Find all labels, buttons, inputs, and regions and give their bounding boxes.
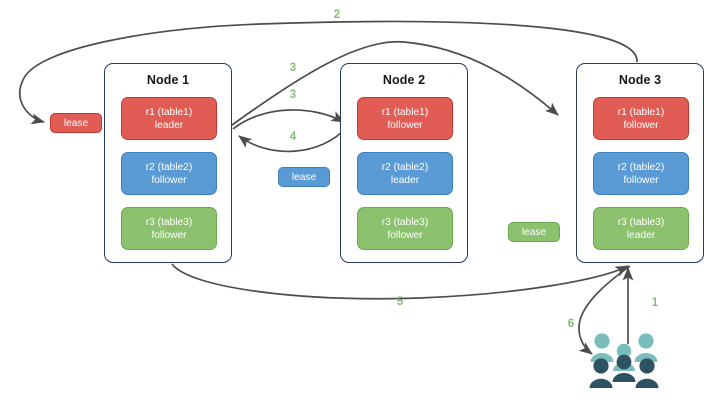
lease-badge-r1[interactable]: lease [50, 113, 102, 133]
replica-role: follower [623, 119, 659, 131]
replica-name: r1 (table1) [145, 106, 193, 118]
node-box-node2[interactable]: Node 2 r1 (table1) follower r2 (table2) … [340, 63, 468, 263]
edge-step-3-node2 [232, 109, 345, 130]
lease-badge-r2[interactable]: lease [278, 167, 330, 187]
node-title: Node 3 [618, 73, 662, 87]
replica-node3-r1[interactable]: r1 (table1) follower [593, 97, 689, 140]
replica-node2-r2[interactable]: r2 (table2) leader [357, 152, 453, 195]
replica-node1-r1[interactable]: r1 (table1) leader [121, 97, 217, 140]
replica-role: leader [154, 119, 184, 131]
replica-name: r3 (table3) [145, 216, 193, 228]
edge-label-4: 4 [289, 131, 297, 143]
edge-label-3-upper: 3 [289, 62, 297, 74]
replica-node3-r2[interactable]: r2 (table2) follower [593, 152, 689, 195]
node-title: Node 2 [382, 73, 426, 87]
replica-node2-r1[interactable]: r1 (table1) follower [357, 97, 453, 140]
replica-name: r2 (table2) [381, 161, 429, 173]
replica-node2-r3[interactable]: r3 (table3) follower [357, 207, 453, 250]
replica-name: r1 (table1) [617, 106, 665, 118]
node-box-node1[interactable]: Node 1 r1 (table1) leader r2 (table2) fo… [104, 63, 232, 263]
replica-role: follower [387, 229, 423, 241]
node-title: Node 1 [146, 73, 190, 87]
replica-name: r3 (table3) [381, 216, 429, 228]
replica-role: follower [151, 174, 187, 186]
replica-name: r3 (table3) [617, 216, 665, 228]
replica-role: leader [390, 174, 420, 186]
edge-label-3-lower: 3 [289, 89, 297, 101]
lease-badge-r3[interactable]: lease [508, 222, 560, 242]
edge-label-5: 5 [396, 296, 404, 308]
edge-label-6: 6 [567, 318, 575, 330]
replica-node3-r3[interactable]: r3 (table3) leader [593, 207, 689, 250]
edge-step-5 [171, 263, 629, 300]
people-group-icon [589, 333, 659, 388]
replica-name: r2 (table2) [617, 161, 665, 173]
replica-role: follower [151, 229, 187, 241]
replica-node1-r3[interactable]: r3 (table3) follower [121, 207, 217, 250]
node-box-node3[interactable]: Node 3 r1 (table1) follower r2 (table2) … [576, 63, 704, 263]
replica-role: leader [626, 229, 656, 241]
replica-role: follower [623, 174, 659, 186]
replica-role: follower [387, 119, 423, 131]
replica-name: r2 (table2) [145, 161, 193, 173]
replica-name: r1 (table1) [381, 106, 429, 118]
edge-label-1: 1 [651, 297, 659, 309]
replica-node1-r2[interactable]: r2 (table2) follower [121, 152, 217, 195]
edge-label-2: 2 [333, 9, 341, 21]
